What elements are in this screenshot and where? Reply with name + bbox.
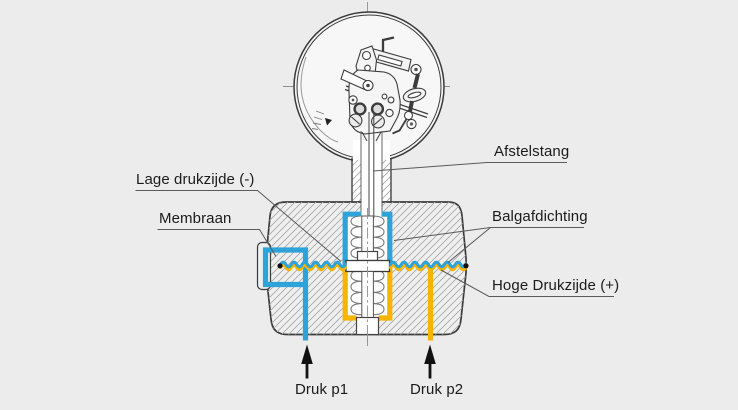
lower-chamber-outline — [342, 266, 393, 321]
membrane-anchor-left — [277, 263, 283, 269]
label-balgafdichting: Balgafdichting — [492, 208, 588, 225]
upper-chamber-outline — [342, 211, 393, 266]
label-druk-p2: Druk p2 — [410, 381, 464, 398]
pressure-arrows — [301, 344, 436, 379]
leader-afstelstang — [372, 162, 567, 172]
low-pressure-channel — [262, 247, 309, 341]
membrane-anchor-right — [463, 263, 469, 269]
leader-membraan — [157, 229, 277, 257]
label-afstelstang: Afstelstang — [494, 143, 570, 160]
pressure-arrow-p1 — [301, 344, 313, 379]
label-membraan: Membraan — [159, 210, 232, 227]
leader-lines — [135, 162, 614, 297]
upper-bellows — [350, 215, 385, 259]
gauge-mechanism — [340, 36, 429, 142]
leader-hoge-drukzijde — [440, 269, 614, 297]
dial-edge-arc — [300, 56, 339, 143]
gauge-neck — [351, 131, 392, 203]
dial-pointer-mark — [325, 118, 332, 126]
membrane-wave — [277, 260, 469, 272]
pressure-arrow-p2 — [424, 344, 436, 379]
hook-lever — [381, 36, 395, 52]
screws — [348, 93, 395, 129]
lower-bellows — [350, 269, 385, 316]
label-lage-drukzijde: Lage drukzijde (-) — [136, 171, 255, 188]
label-druk-p1: Druk p1 — [295, 381, 349, 398]
leader-lage-drukzijde — [135, 190, 342, 262]
leader-balgafdichting-2 — [447, 227, 491, 263]
label-hoge-drukzijde: Hoge Drukzijde (+) — [492, 277, 620, 294]
dial-ticks — [311, 110, 325, 130]
